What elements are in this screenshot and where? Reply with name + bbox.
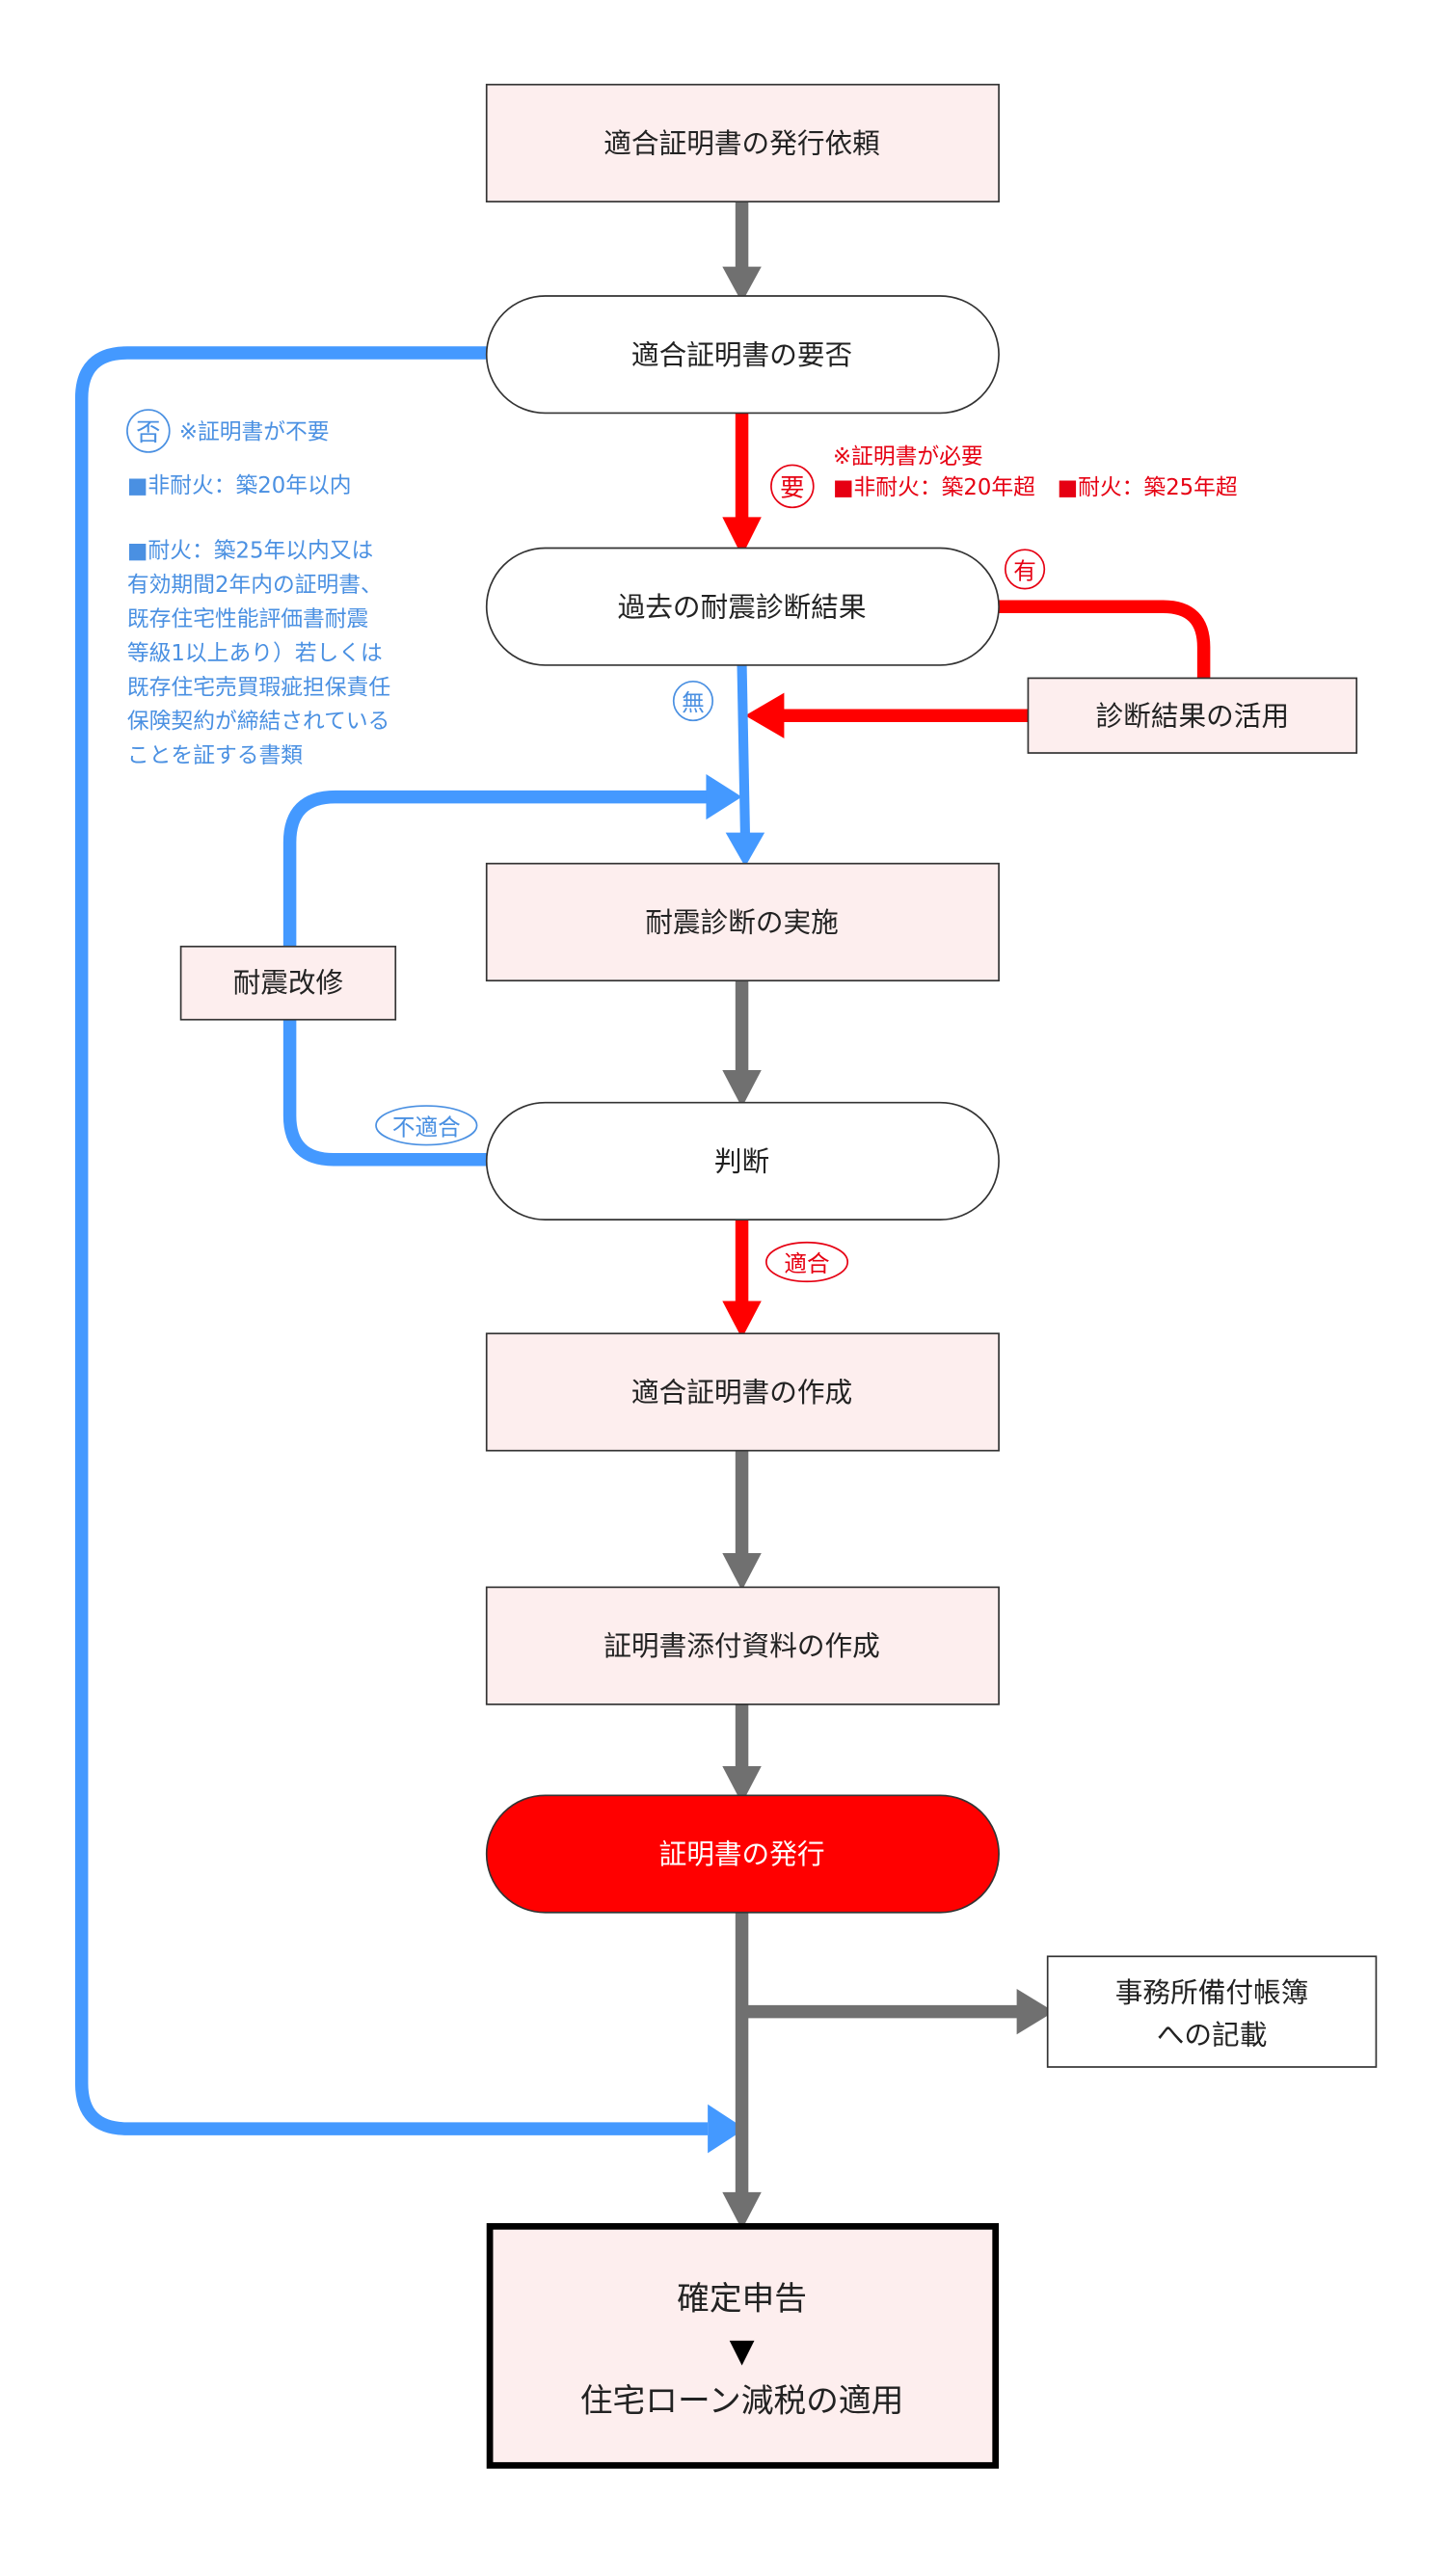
arrow-blue-none — [737, 664, 750, 835]
arrowhead-gray — [722, 1552, 762, 1591]
down-triangle-icon: ▼ — [730, 2331, 755, 2369]
bypass-line-blue — [74, 346, 709, 2135]
note-not-required: ※証明書が不要 ■非耐火：築20年以内 ■耐火：築25年以内又は 有効期間2年内… — [127, 419, 390, 768]
svg-text:不適合: 不適合 — [392, 1114, 461, 1140]
note-not-required-title: ※証明書が不要 — [179, 419, 330, 444]
node-create-cert-label: 適合証明書の作成 — [631, 1376, 852, 1409]
node-retrofit-label: 耐震改修 — [233, 966, 344, 999]
node-retrofit: 耐震改修 — [179, 945, 397, 1021]
label-no: 否 — [126, 409, 171, 453]
arrowhead-blue-bypass — [708, 2104, 745, 2154]
note-not-required-line1: ■非耐火：築20年以内 — [127, 473, 352, 498]
arrowhead-red — [722, 517, 762, 556]
label-need: 要 — [770, 464, 815, 509]
node-past-result: 過去の耐震診断結果 — [485, 547, 1000, 666]
svg-text:有: 有 — [1013, 558, 1036, 585]
node-final-line1: 確定申告 — [677, 2279, 807, 2317]
node-past-result-label: 過去の耐震診断結果 — [618, 590, 867, 623]
arrowhead-blue-loop — [706, 773, 742, 820]
node-ledger: 事務所備付帳簿 への記載 — [1046, 1955, 1378, 2068]
node-ledger-line1: 事務所備付帳簿 — [1115, 1976, 1309, 2009]
node-ledger-line2: への記載 — [1157, 2018, 1268, 2051]
note-line: 等級1以上あり）若しくは — [127, 641, 383, 666]
note-line: 既存住宅売買瑕疵担保責任 — [127, 675, 390, 700]
label-have: 有 — [1004, 549, 1046, 590]
node-judgement: 判断 — [485, 1101, 1000, 1221]
node-create-attach: 証明書添付資料の作成 — [485, 1586, 1000, 1705]
arrowhead-blue-none — [725, 832, 765, 868]
note-required-title: ※証明書が必要 — [833, 444, 983, 470]
node-use-result: 診断結果の活用 — [1027, 677, 1358, 754]
arrowhead-red — [722, 1301, 762, 1339]
note-required-line1: ■非耐火：築20年超 ■耐火：築25年超 — [833, 475, 1238, 500]
arrowhead-red-left — [744, 692, 785, 738]
arrowhead-gray — [722, 2191, 762, 2230]
label-fail: 不適合 — [375, 1105, 478, 1146]
arrowhead-gray — [722, 1069, 762, 1108]
svg-text:適合: 適合 — [784, 1250, 829, 1277]
label-none: 無 — [672, 680, 714, 722]
arrowhead-gray — [722, 266, 762, 303]
line-red-have — [995, 600, 1211, 681]
node-request: 適合証明書の発行依頼 — [485, 83, 1000, 203]
node-diagnosis-label: 耐震診断の実施 — [645, 906, 839, 939]
node-final-line2: 住宅ローン減税の適用 — [580, 2382, 904, 2420]
arrowhead-gray-right — [1016, 1989, 1055, 2035]
svg-text:要: 要 — [780, 473, 804, 501]
note-line: ■耐火：築25年以内又は — [127, 539, 373, 564]
node-judgement-label: 判断 — [714, 1145, 769, 1178]
note-line: ことを証する書類 — [127, 743, 303, 768]
note-line: 既存住宅性能評価書耐震 — [127, 606, 368, 631]
node-issue: 証明書の発行 — [485, 1794, 1000, 1914]
node-necessity: 適合証明書の要否 — [485, 295, 1000, 415]
label-pass: 適合 — [765, 1241, 849, 1283]
node-create-cert: 適合証明書の作成 — [485, 1332, 1000, 1452]
svg-text:否: 否 — [136, 418, 160, 446]
node-diagnosis: 耐震診断の実施 — [485, 862, 1000, 982]
node-issue-label: 証明書の発行 — [659, 1838, 825, 1870]
node-request-label: 適合証明書の発行依頼 — [603, 127, 880, 160]
node-necessity-label: 適合証明書の要否 — [631, 338, 852, 371]
note-line: 保険契約が締結されている — [127, 710, 390, 735]
node-use-result-label: 診断結果の活用 — [1096, 699, 1290, 732]
arrowhead-gray — [722, 1765, 762, 1804]
node-create-attach-label: 証明書添付資料の作成 — [603, 1629, 880, 1662]
svg-text:無: 無 — [682, 689, 705, 716]
node-final: 確定申告 ▼ 住宅ローン減税の適用 — [486, 2222, 1000, 2469]
note-required: ※証明書が必要 ■非耐火：築20年超 ■耐火：築25年超 — [833, 444, 1238, 500]
note-line: 有効期間2年内の証明書、 — [127, 573, 383, 598]
